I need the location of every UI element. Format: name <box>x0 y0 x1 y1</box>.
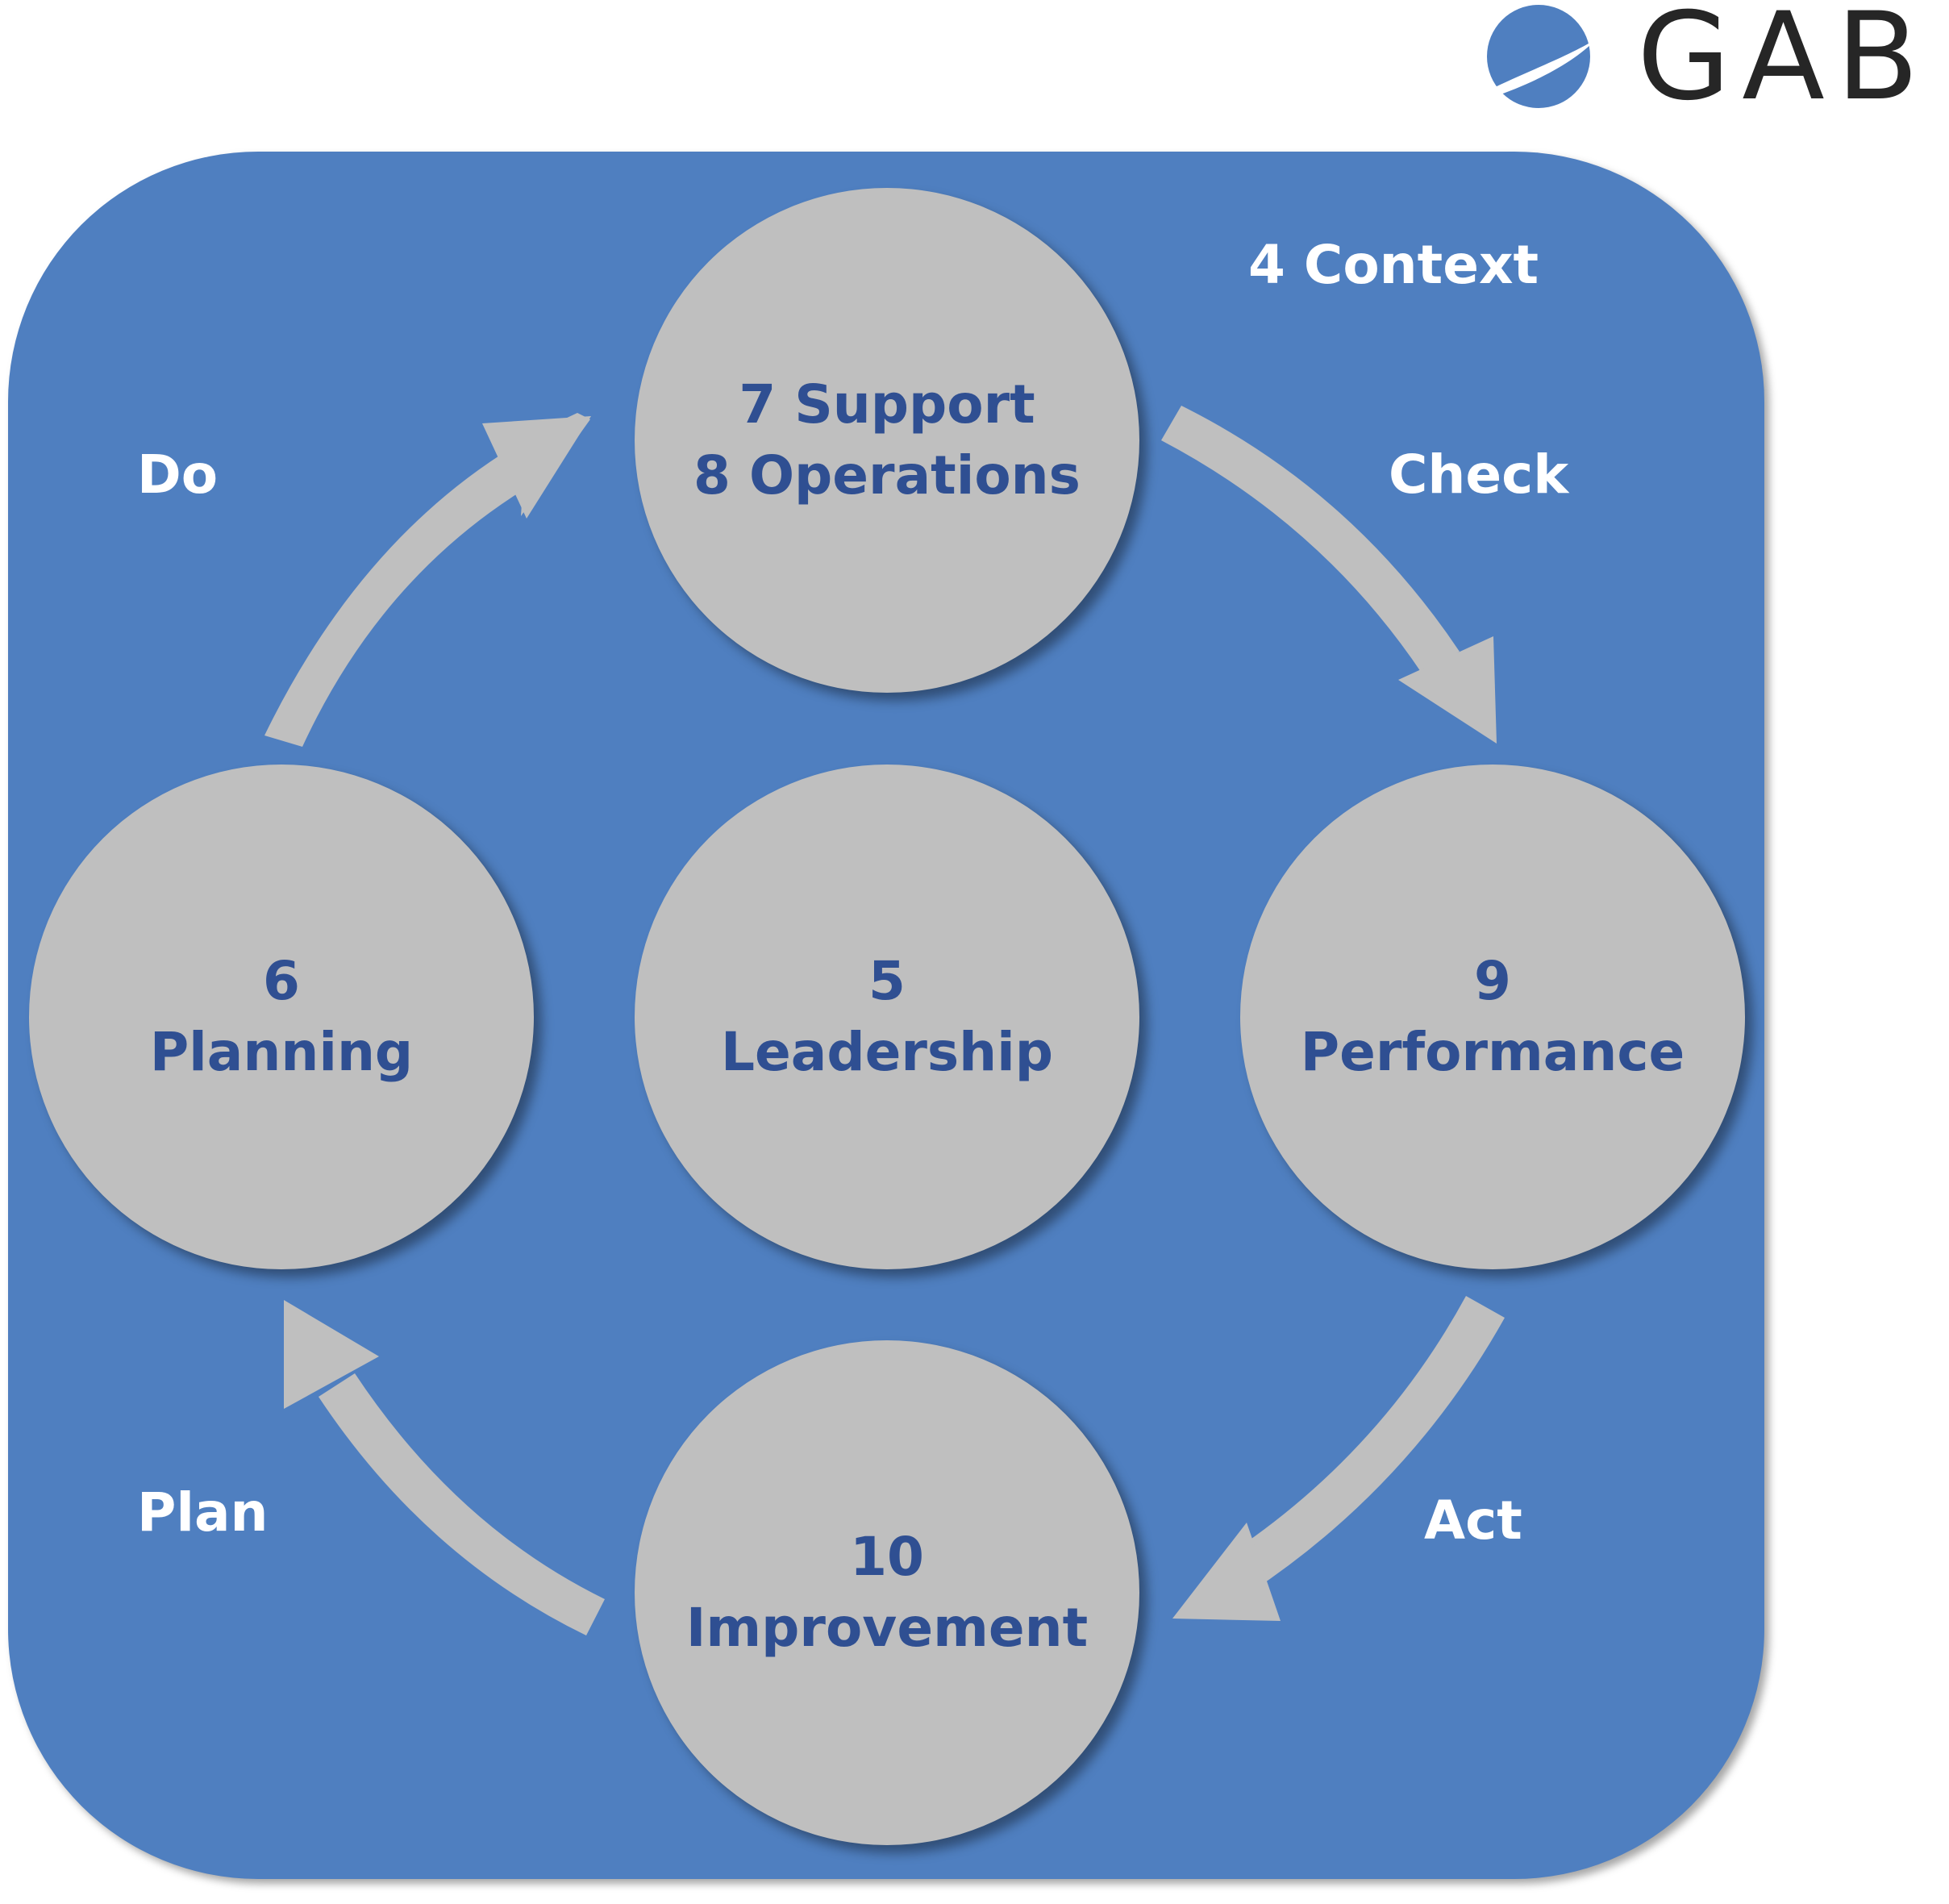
circle-leadership: 5 Leadership <box>635 765 1139 1269</box>
circle-top-line1: 7 Support <box>739 373 1035 435</box>
phase-label-plan: Plan <box>137 1481 269 1544</box>
arrow-act-head-icon <box>1172 1523 1281 1621</box>
logo: GAB <box>1468 0 1949 137</box>
circle-left-line1: 6 <box>263 950 300 1012</box>
circle-support-operations: 7 Support 8 Operations <box>635 188 1139 693</box>
circle-center-line1: 5 <box>868 950 906 1012</box>
arrow-do-icon <box>264 413 590 747</box>
arrow-do-head-icon <box>482 416 591 519</box>
phase-label-do: Do <box>137 444 219 506</box>
circle-left-line2: Planning <box>149 1021 414 1083</box>
arrow-plan-icon <box>319 1373 605 1635</box>
arrow-plan-head-icon <box>284 1300 379 1409</box>
circle-right-line2: Performance <box>1300 1021 1685 1083</box>
context-label: 4 Context <box>1248 234 1539 296</box>
logo-text: GAB <box>1637 0 1930 127</box>
circle-planning: 6 Planning <box>29 765 534 1269</box>
circle-right-line1: 9 <box>1474 950 1511 1012</box>
phase-label-act: Act <box>1424 1489 1522 1552</box>
circle-center-line2: Leadership <box>720 1021 1054 1083</box>
arrow-act-icon <box>1226 1296 1505 1593</box>
arrow-check-head-icon <box>1398 636 1497 744</box>
phase-label-check: Check <box>1389 444 1569 506</box>
circle-top-line2: 8 Operations <box>693 444 1081 506</box>
gab-logo-globe-icon <box>1487 5 1597 108</box>
circle-bottom-line2: Improvement <box>685 1597 1089 1659</box>
circle-performance: 9 Performance <box>1240 765 1745 1269</box>
arrow-check-icon <box>1161 406 1460 674</box>
circle-improvement: 10 Improvement <box>635 1340 1139 1845</box>
circle-bottom-line1: 10 <box>850 1526 924 1588</box>
